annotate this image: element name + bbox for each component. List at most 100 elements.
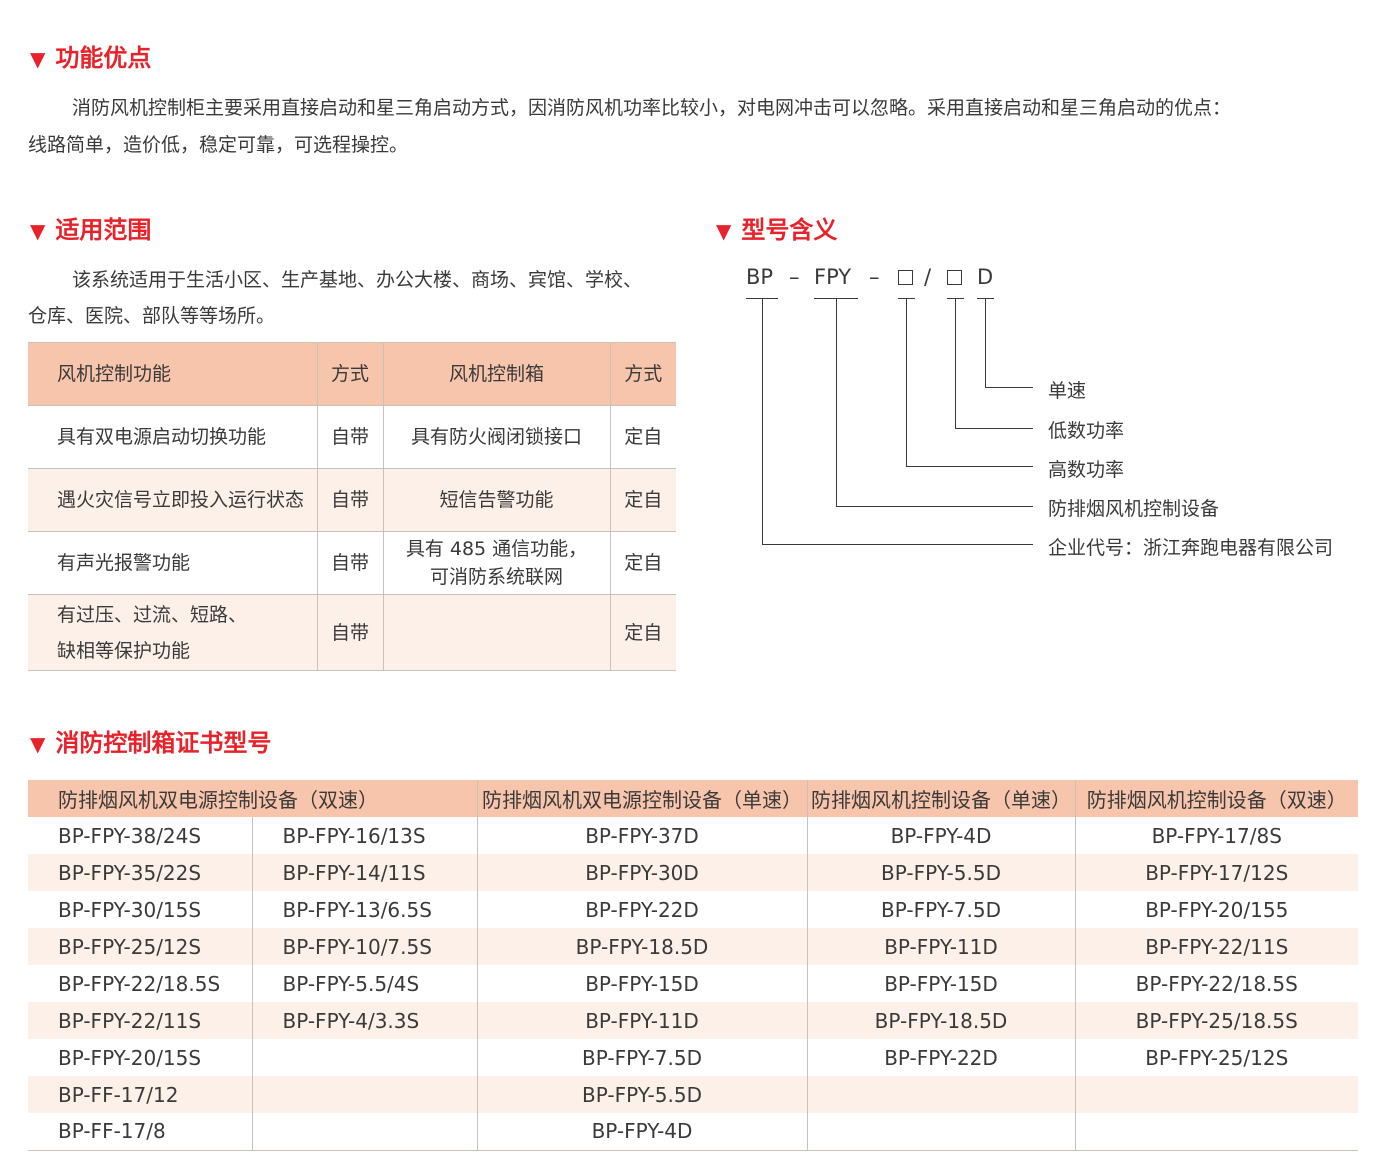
model-label-single-speed: 单速 bbox=[1048, 380, 1087, 402]
cell-line: 有过压、过流、短路、 bbox=[57, 603, 248, 626]
table-cell: BP-FF-17/12 bbox=[58, 1082, 179, 1107]
table-cell: BP-FPY-22/11S bbox=[1074, 928, 1358, 965]
table-cell: 自带 bbox=[316, 405, 384, 469]
table-cell: BP-FPY-15D bbox=[806, 965, 1075, 1002]
table-row: 有过压、过流、短路、 缺相等保护功能 自带 定自 bbox=[28, 594, 676, 671]
table-cell: 具有防火阀闭锁接口 bbox=[382, 405, 611, 469]
connector-line bbox=[762, 544, 1033, 545]
connector-line bbox=[955, 298, 956, 428]
advantages-paragraph-line1: 消防风机控制柜主要采用直接启动和星三角启动方式，因消防风机功率比较小，对电网冲击… bbox=[72, 97, 1232, 119]
table-cell: BP-FPY-16/13S bbox=[251, 817, 477, 854]
table-cell: BP-FPY-22/11S bbox=[58, 1008, 202, 1033]
table-cell: 遇火灾信号立即投入运行状态 bbox=[28, 468, 318, 532]
triangle-marker-icon: ▼ bbox=[30, 732, 46, 756]
table-cell: BP-FPY-11D bbox=[806, 928, 1075, 965]
table-cell: 定自 bbox=[609, 468, 676, 532]
triangle-marker-icon: ▼ bbox=[30, 219, 46, 243]
table-cell: 有过压、过流、短路、 缺相等保护功能 bbox=[28, 594, 318, 671]
table-cell bbox=[251, 1076, 477, 1113]
section-title-text: 适用范围 bbox=[55, 216, 152, 244]
table-cell: BP-FPY-17/12S bbox=[1074, 854, 1358, 891]
table-cell: BP-FPY-5.5/4S bbox=[251, 965, 477, 1002]
table-cell: BP-FPY-14/11S bbox=[251, 854, 477, 891]
table-cell: 定自 bbox=[609, 594, 676, 671]
table-cell bbox=[1074, 1113, 1358, 1151]
table-header-row: 风机控制功能 方式 风机控制箱 方式 bbox=[28, 342, 676, 406]
table-cell: BP-FPY-37D bbox=[476, 817, 807, 854]
placeholder-box-icon bbox=[898, 270, 913, 285]
code-dash: – bbox=[869, 265, 880, 289]
advantages-paragraph-line2: 线路简单，造价低，稳定可靠，可选程操控。 bbox=[28, 134, 409, 156]
table-cell: BP-FPY-20/155 bbox=[1074, 891, 1358, 928]
section-title-text: 型号含义 bbox=[741, 216, 838, 244]
table-cell: BP-FPY-35/22S bbox=[58, 860, 202, 885]
section-title-advantages: ▼ 功能优点 bbox=[30, 38, 151, 73]
table-cell: BP-FPY-18.5D bbox=[806, 1002, 1075, 1039]
connector-line bbox=[836, 298, 837, 506]
certificate-model-table: 防排烟风机双电源控制设备（双速） 防排烟风机双电源控制设备（单速） 防排烟风机控… bbox=[28, 780, 1358, 1151]
section-title-model: ▼ 型号含义 bbox=[716, 210, 837, 245]
column-header: 方式 bbox=[609, 342, 676, 406]
table-cell: BP-FPY-4D bbox=[806, 817, 1075, 854]
table-cell: BP-FPY-4/3.3S bbox=[251, 1002, 477, 1039]
model-label-high-power: 高数功率 bbox=[1048, 459, 1125, 481]
column-header: 防排烟风机控制设备（单速） bbox=[806, 780, 1075, 817]
column-header: 防排烟风机双电源控制设备（单速） bbox=[476, 780, 807, 817]
table-cell: BP-FPY-22D bbox=[806, 1039, 1075, 1076]
table-cell: BP-FF-17/8 bbox=[28, 1113, 252, 1151]
table-row: BP-FF-17/12 BP-FPY-5.5D bbox=[28, 1076, 1358, 1113]
table-cell: BP-FPY-11D bbox=[476, 1002, 807, 1039]
table-cell: BP-FPY-25/18.5S bbox=[1074, 1002, 1358, 1039]
table-cell: BP-FPY-13/6.5S bbox=[251, 891, 477, 928]
table-cell: BP-FPY-22D bbox=[476, 891, 807, 928]
connector-line bbox=[906, 298, 907, 466]
section-title-scope: ▼ 适用范围 bbox=[30, 210, 151, 245]
column-header: 风机控制箱 bbox=[382, 342, 611, 406]
placeholder-box-icon bbox=[947, 270, 962, 285]
code-slash: / bbox=[924, 265, 932, 289]
table-row: 遇火灾信号立即投入运行状态 自带 短信告警功能 定自 bbox=[28, 468, 676, 532]
connector-line bbox=[955, 428, 1033, 429]
section-title-text: 功能优点 bbox=[55, 44, 152, 72]
table-cell bbox=[806, 1113, 1075, 1151]
model-label-company: 企业代号：浙江奔跑电器有限公司 bbox=[1048, 537, 1334, 559]
table-cell bbox=[806, 1076, 1075, 1113]
connector-line bbox=[985, 387, 1033, 388]
table-row: 有声光报警功能 自带 具有 485 通信功能， 可消防系统联网 定自 bbox=[28, 531, 676, 595]
connector-line bbox=[906, 466, 1033, 467]
connector-line bbox=[836, 506, 1033, 507]
table-cell: 具有双电源启动切换功能 bbox=[28, 405, 318, 469]
table-cell: 定自 bbox=[609, 405, 676, 469]
table-cell: BP-FPY-7.5D bbox=[806, 891, 1075, 928]
scope-paragraph-line1: 该系统适用于生活小区、生产基地、办公大楼、商场、宾馆、学校、 bbox=[72, 269, 643, 291]
code-dash: – bbox=[789, 265, 800, 289]
triangle-marker-icon: ▼ bbox=[30, 47, 46, 71]
table-cell: BP-FPY-38/24S bbox=[58, 823, 202, 848]
table-cell: 自带 bbox=[316, 531, 384, 595]
column-header: 风机控制功能 bbox=[28, 342, 318, 406]
table-cell: BP-FPY-5.5D bbox=[806, 854, 1075, 891]
section-title-cert: ▼ 消防控制箱证书型号 bbox=[30, 723, 271, 758]
table-cell: BP-FPY-25/12S bbox=[1074, 1039, 1358, 1076]
section-title-text: 消防控制箱证书型号 bbox=[55, 729, 272, 757]
table-cell bbox=[251, 1039, 477, 1076]
table-cell: 自带 bbox=[316, 468, 384, 532]
connector-line bbox=[985, 298, 986, 387]
code-part-fpy: FPY bbox=[814, 265, 852, 289]
triangle-marker-icon: ▼ bbox=[716, 219, 732, 243]
table-cell: BP-FPY-18.5D bbox=[476, 928, 807, 965]
table-row: 具有双电源启动切换功能 自带 具有防火阀闭锁接口 定自 bbox=[28, 405, 676, 469]
table-cell: BP-FPY-30/15S bbox=[58, 897, 202, 922]
connector-line bbox=[762, 298, 763, 544]
table-cell: BP-FPY-20/15S bbox=[58, 1045, 202, 1070]
table-cell: BP-FPY-5.5D bbox=[476, 1076, 807, 1113]
table-cell: BP-FPY-25/12S bbox=[58, 934, 202, 959]
